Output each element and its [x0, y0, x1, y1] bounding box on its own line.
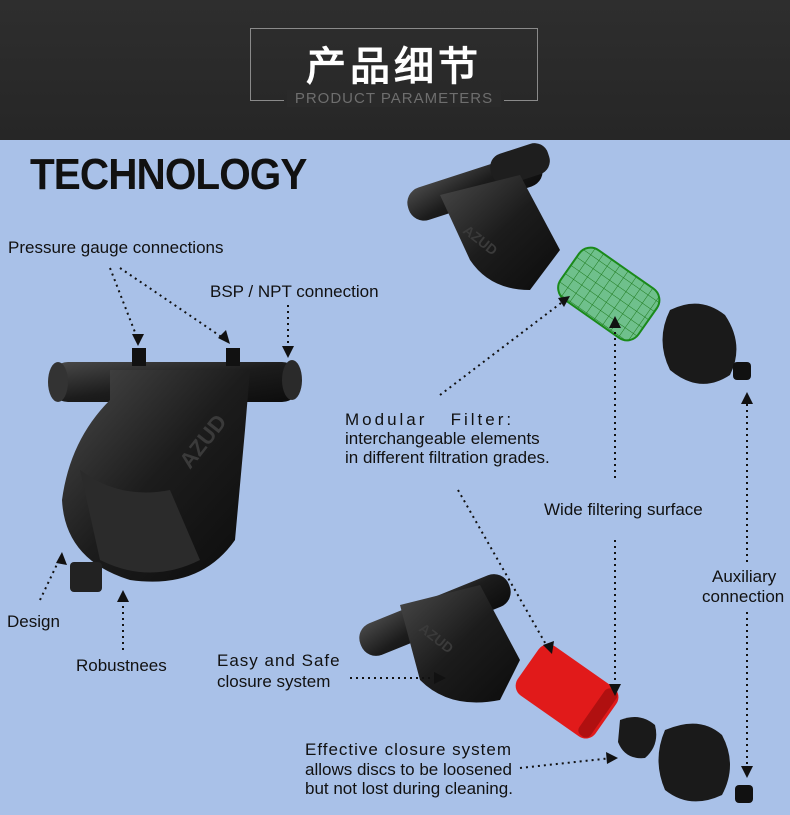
subtitle-text: PRODUCT PARAMETERS — [286, 90, 502, 107]
header-banner — [0, 0, 790, 140]
label-auxiliary: Auxiliary — [712, 567, 777, 586]
disc-element — [515, 644, 619, 739]
label-effective-closure: Effective closure system — [305, 740, 512, 759]
label-easy-safe: Easy and Safe — [217, 651, 341, 670]
title-underline-left — [250, 100, 284, 101]
title-underline-right — [504, 100, 538, 101]
bottom-exploded-filter: AZUD — [359, 574, 753, 803]
technology-heading: TECHNOLOGY — [30, 150, 307, 199]
label-bsp-npt: BSP / NPT connection — [210, 282, 379, 301]
leader-lines — [39, 267, 748, 772]
title-frame — [250, 28, 538, 100]
leader-arrowheads — [56, 296, 753, 778]
label-effective-line3: but not lost during cleaning. — [305, 779, 513, 798]
label-connection: connection — [702, 587, 785, 606]
screen-element — [557, 246, 661, 342]
label-effective-line2: allows discs to be loosened — [305, 760, 512, 779]
label-wide-surface: Wide filtering surface — [544, 500, 703, 519]
label-modular-line3: in different filtration grades. — [345, 448, 550, 467]
label-closure-system: closure system — [217, 672, 331, 691]
label-robustnees: Robustnees — [76, 656, 167, 675]
large-filter: AZUD — [48, 348, 302, 592]
page-title: 产品细节 — [306, 44, 482, 90]
top-exploded-filter: AZUD — [407, 143, 751, 384]
label-modular-line2: interchangeable elements — [345, 429, 540, 448]
label-design: Design — [7, 612, 60, 631]
label-modular-filter: Modular Filter: — [345, 410, 515, 429]
page-subtitle: PRODUCT PARAMETERS — [250, 90, 538, 107]
label-pressure-gauge: Pressure gauge connections — [8, 238, 224, 257]
